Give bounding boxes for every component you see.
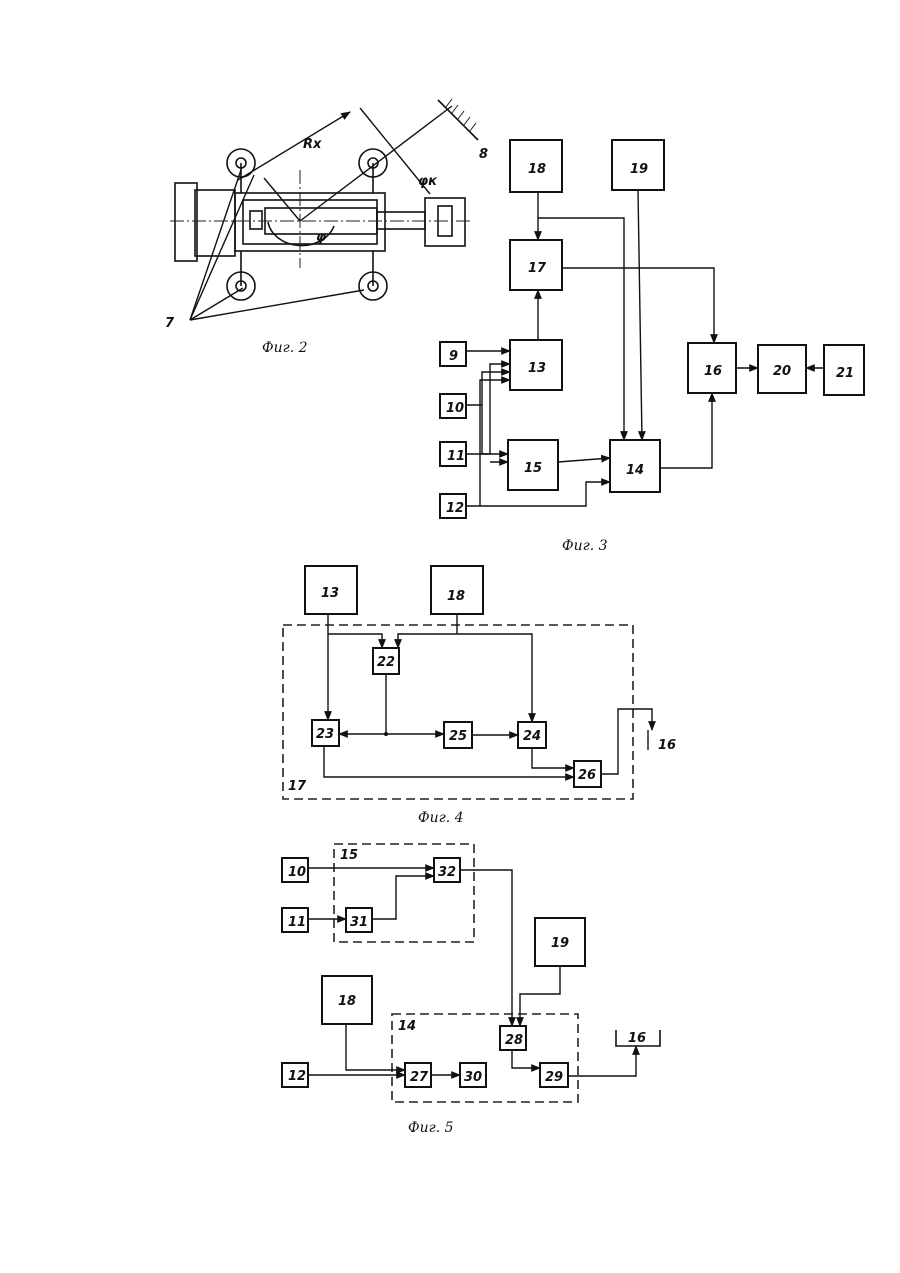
fig3-label-14: 14: [626, 463, 644, 478]
fig5-group15-label: 15: [340, 848, 358, 863]
fig4-label-24: 24: [523, 729, 541, 744]
fig5-label-30: 30: [464, 1070, 482, 1085]
fig3-label-16: 16: [704, 364, 722, 379]
fig5-label-11: 11: [288, 915, 306, 930]
fig3-label-10: 10: [446, 401, 464, 416]
fig5-group-14: [392, 1014, 578, 1102]
fig2-radius-label: Rx: [303, 137, 322, 152]
fig2-wall-label: 8: [479, 147, 488, 162]
fig5-label-19: 19: [551, 936, 569, 951]
fig3-label-12: 12: [446, 501, 464, 516]
fig4-label-23: 23: [316, 727, 334, 742]
fig4-label-18: 18: [447, 589, 465, 604]
fig3-block-diagram: [440, 140, 864, 518]
fig5-group14-label: 14: [398, 1019, 416, 1034]
fig4-output-label: 16: [658, 738, 676, 753]
fig5-label-12: 12: [288, 1069, 306, 1084]
wheel-rear-right: [359, 251, 387, 300]
wheel-front-right: [359, 149, 387, 193]
fig4-label-22: 22: [377, 655, 395, 670]
fig2-angle-k-label: φк: [418, 174, 438, 189]
fig5-label-29: 29: [545, 1070, 563, 1085]
fig3-label-18: 18: [528, 162, 546, 177]
fig3-label-19: 19: [630, 162, 648, 177]
fig3-label-13: 13: [528, 361, 546, 376]
fig5-label-31: 31: [350, 915, 368, 930]
fig3-label-9: 9: [449, 349, 458, 364]
fig2-wheels-label: 7: [165, 316, 175, 331]
fig3-label-20: 20: [773, 364, 791, 379]
fig5-label-28: 28: [505, 1033, 523, 1048]
fig5-output-label: 16: [628, 1031, 646, 1046]
fig2-vehicle-sketch: [170, 99, 478, 320]
fig4-label-13: 13: [321, 586, 339, 601]
fig5-block-diagram: [282, 844, 660, 1102]
fig5-label-27: 27: [410, 1070, 429, 1085]
fig2-caption: Фиг. 2: [262, 340, 308, 356]
fig4-caption: Фиг. 4: [418, 810, 464, 826]
fig3-label-21: 21: [836, 366, 854, 381]
wheel-rear-left: [227, 251, 255, 300]
fig4-label-25: 25: [449, 729, 467, 744]
fig5-caption: Фиг. 5: [408, 1120, 454, 1136]
fig5-label-32: 32: [438, 865, 456, 880]
fig5-label-18: 18: [338, 994, 356, 1009]
fig3-caption: Фиг. 3: [562, 538, 608, 554]
fig4-group-label: 17: [288, 779, 307, 794]
fig3-label-17: 17: [528, 261, 547, 276]
fig3-label-15: 15: [524, 461, 542, 476]
fig4-label-26: 26: [578, 768, 596, 783]
fig3-label-11: 11: [447, 449, 465, 464]
fig5-label-10: 10: [288, 865, 306, 880]
fig2-angle-label: φ: [316, 230, 326, 245]
